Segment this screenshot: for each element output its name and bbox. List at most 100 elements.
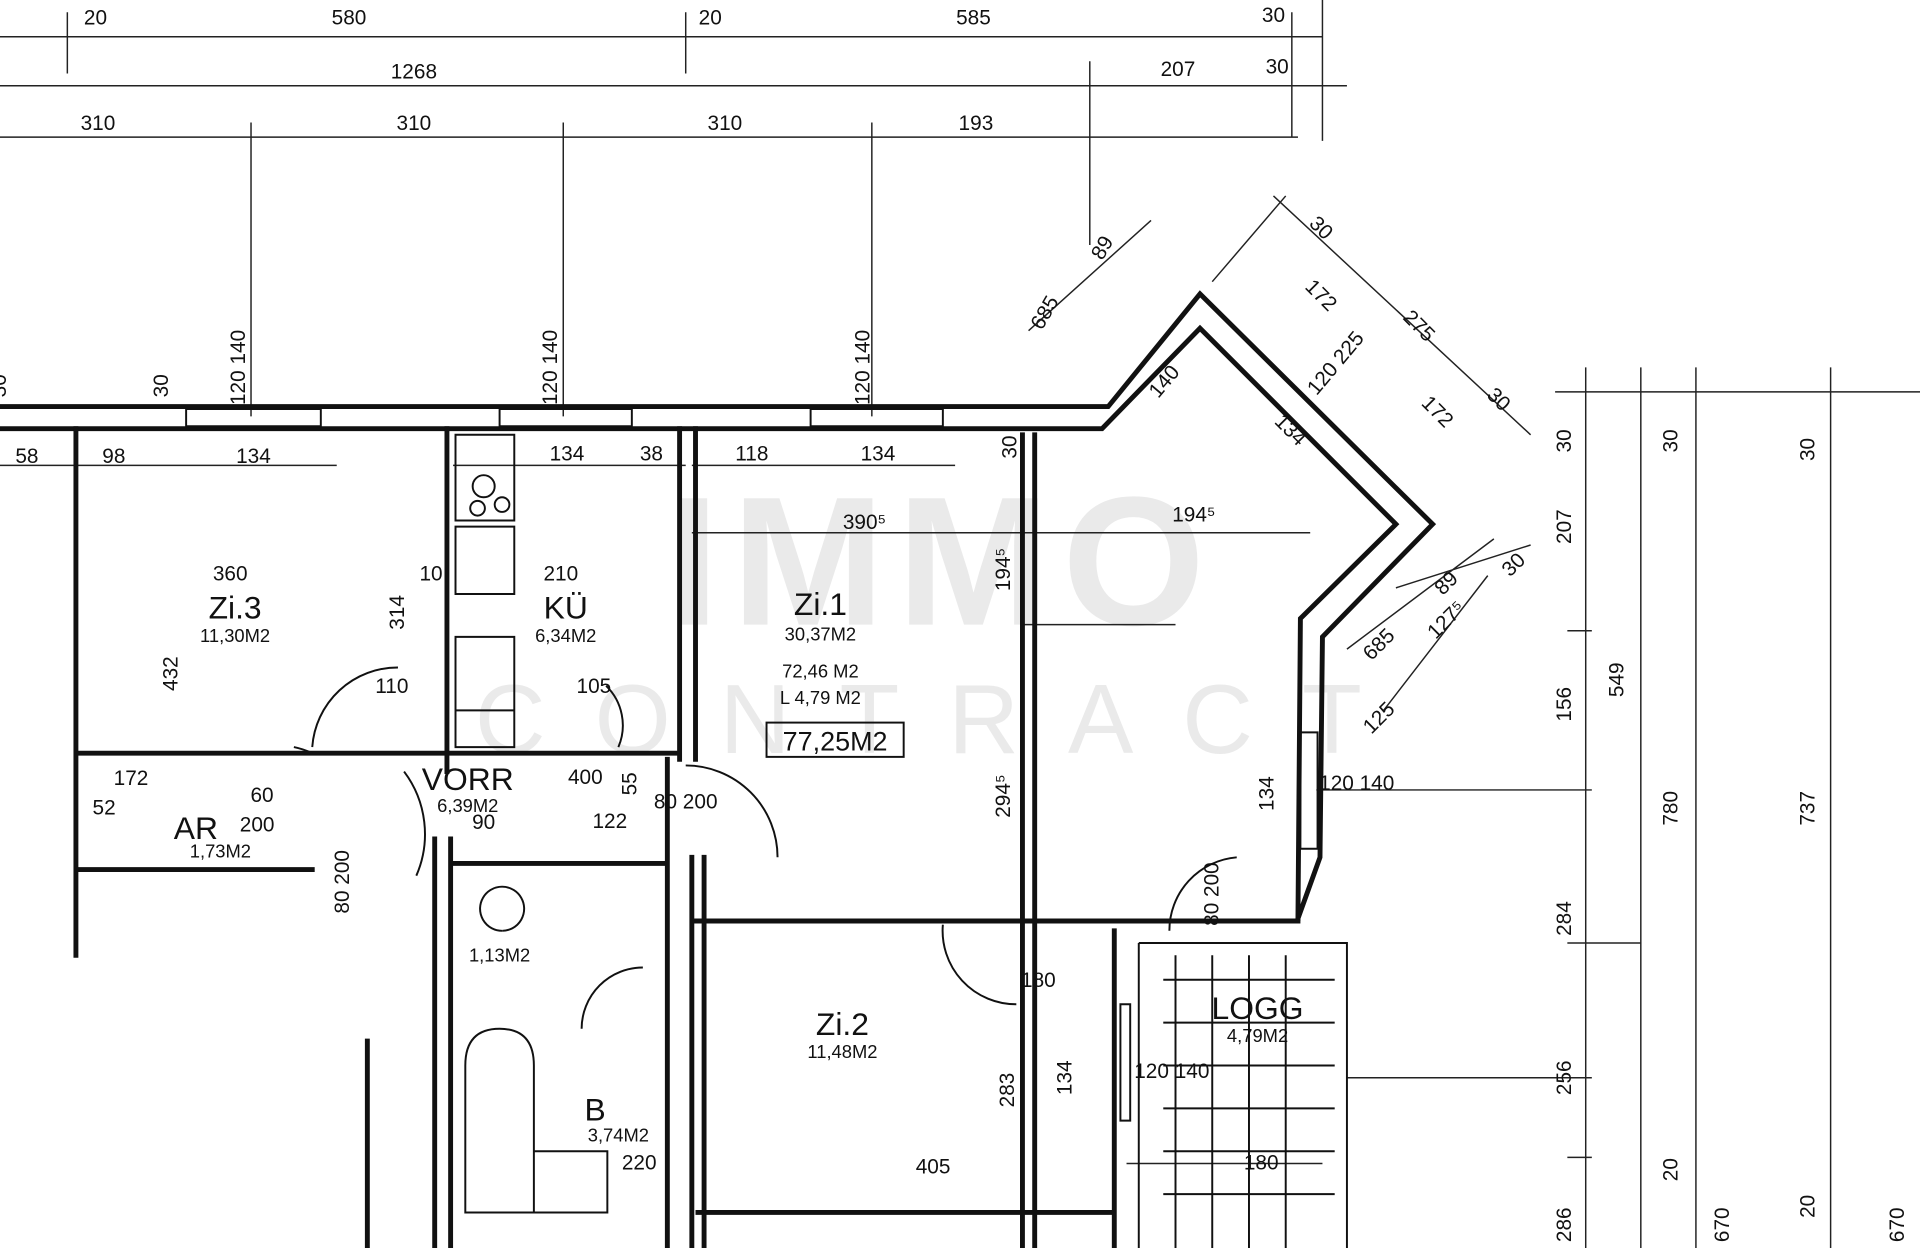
room-area-bath: 3,74M2 — [588, 1124, 649, 1145]
dimension-label: 172 — [1301, 275, 1342, 316]
dimension-label: 30 — [1660, 429, 1683, 452]
dimension-label: 134 — [236, 445, 271, 468]
dimension-label: 685 — [1359, 624, 1400, 665]
dimension-label: 30 — [998, 435, 1021, 458]
dimension-label: 193 — [959, 112, 994, 135]
room-area-loggia: 4,79M2 — [1227, 1025, 1288, 1046]
dimension-label: 134 — [861, 442, 896, 465]
dimension-label: 120 140 — [539, 330, 562, 405]
room-name-vorr: VORR — [422, 761, 514, 797]
watermark-immo: IMMO — [668, 459, 1217, 664]
dimension-label: 314 — [386, 595, 409, 630]
room-area-zi2: 11,48M2 — [807, 1041, 877, 1062]
dimension-label: 30 — [1482, 383, 1515, 416]
dimension-label: 20 — [699, 6, 722, 29]
watermark-contract: CONTRACT — [475, 664, 1411, 774]
dimension-label: 120 140 — [1319, 772, 1394, 795]
dimension-label: 80 200 — [1200, 862, 1223, 926]
total-living-area: 72,46 M2 — [782, 660, 859, 681]
room-area-zi3: 11,30M2 — [200, 625, 270, 646]
dimension-label: 310 — [708, 112, 743, 135]
dimension-label: 172 — [114, 767, 149, 790]
dimension-label: 585 — [956, 6, 991, 29]
dimension-label: 30 — [1553, 429, 1576, 452]
dimension-label: 180 — [1244, 1152, 1279, 1175]
dimension-label: 580 — [332, 6, 367, 29]
dimension-label: 134 — [1053, 1060, 1076, 1095]
dimension-label: 90 — [472, 811, 495, 834]
dimension-label: 30 — [1262, 4, 1285, 27]
dimension-label: 390⁵ — [843, 511, 886, 534]
dimension-label: 60 — [250, 784, 273, 807]
dimension-label: 105 — [577, 675, 612, 698]
dimension-label: 360 — [213, 563, 248, 586]
dimension-label: 80 200 — [331, 850, 354, 914]
dimension-label: 89 — [1430, 567, 1463, 600]
dimension-label: 120 140 — [851, 330, 874, 405]
dimension-label: 432 — [160, 656, 183, 691]
dimension-label: 294⁵ — [992, 774, 1015, 817]
dimension-label: 52 — [93, 796, 116, 819]
dimension-label: 737 — [1797, 791, 1820, 826]
dimension-label: 256 — [1553, 1060, 1576, 1095]
total-area-box — [765, 721, 905, 758]
dimension-label: 405 — [916, 1155, 951, 1178]
dimension-label: 207 — [1161, 58, 1196, 81]
dimension-label: 30 — [1266, 55, 1289, 78]
dimension-label: 286 — [1553, 1207, 1576, 1242]
dimension-label: 38 — [640, 442, 663, 465]
dimension-label: 275 — [1398, 306, 1439, 347]
dimension-label: 80 200 — [654, 790, 718, 813]
dimension-label: 58 — [15, 445, 38, 468]
dimension-label: 172 — [1417, 391, 1458, 432]
room-name-zi1: Zi.1 — [794, 586, 847, 622]
dimension-label: 780 — [1660, 791, 1683, 826]
dimension-label: 30 — [1797, 438, 1820, 461]
dimension-label: 134 — [1255, 776, 1278, 811]
dimension-label: 140 — [1144, 361, 1184, 402]
dimension-label: 98 — [102, 445, 125, 468]
room-area-vorr: 6,39M2 — [437, 795, 498, 816]
dimension-label: 55 — [619, 772, 642, 795]
dimension-label: 120 140 — [227, 330, 250, 405]
dimension-label: 20 — [1660, 1158, 1683, 1181]
room-name-zi2: Zi.2 — [816, 1006, 869, 1042]
dimension-label: 10 — [419, 563, 442, 586]
dimension-label: 200 — [240, 814, 275, 837]
room-name-loggia: LOGG — [1212, 990, 1304, 1026]
dimension-label: 220 — [622, 1152, 657, 1175]
dimension-label: 122 — [592, 810, 627, 833]
loggia-area: L 4,79 M2 — [780, 687, 861, 708]
room-name-bath: B — [584, 1092, 605, 1128]
dimension-label: 284 — [1553, 901, 1576, 936]
dimension-label: 120 225 — [1303, 327, 1369, 399]
dimension-label: 670 — [1886, 1207, 1909, 1242]
dimension-label: 20 — [1797, 1195, 1820, 1218]
dimension-label: 118 — [735, 442, 768, 465]
dimension-label: 1268 — [391, 60, 437, 83]
room-area-wc: 1,13M2 — [469, 944, 530, 965]
dimension-label: 194⁵ — [992, 548, 1015, 591]
dimension-label: 127⁵ — [1423, 597, 1470, 644]
dimension-label: 20 — [84, 6, 107, 29]
dimension-label: 134 — [550, 442, 585, 465]
room-name-zi3: Zi.3 — [209, 589, 262, 625]
room-name-ar: AR — [174, 810, 218, 846]
room-area-kitchen: 6,34M2 — [535, 625, 596, 646]
dimension-label: 283 — [996, 1073, 1019, 1108]
dimension-label: 110 — [375, 675, 408, 698]
dimension-label: 30 — [150, 374, 173, 397]
dimension-label: 549 — [1606, 662, 1629, 697]
dimension-label: 180 — [1021, 969, 1056, 992]
dimension-label: 210 — [543, 563, 578, 586]
watermark: IMMO CONTRACT — [475, 459, 1411, 775]
dimension-label: 194⁵ — [1172, 504, 1215, 527]
room-area-ar: 1,73M2 — [190, 840, 251, 861]
room-name-kitchen: KÜ — [544, 589, 588, 625]
dimension-label: 134 — [1270, 410, 1311, 451]
dimension-label: 670 — [1711, 1207, 1734, 1242]
dimension-label: 156 — [1553, 687, 1576, 722]
